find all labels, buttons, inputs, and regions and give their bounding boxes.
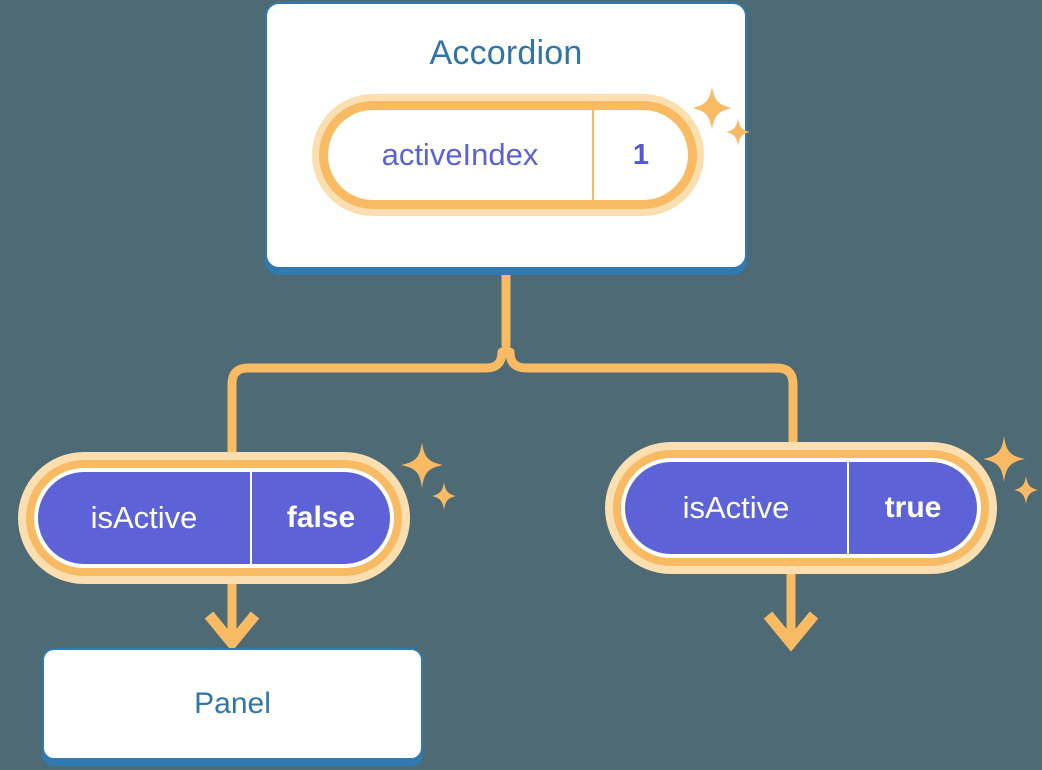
arrow-down-icon-right <box>763 611 819 652</box>
state-value-label: false <box>286 501 356 534</box>
panel-title: Panel <box>194 687 271 720</box>
state-key-label: activeIndex <box>381 137 539 172</box>
panel-card-left[interactable]: Panel <box>42 648 423 760</box>
state-pill-is-active-left[interactable]: isActive false <box>18 452 410 584</box>
pill-divider <box>250 472 252 564</box>
pill-body: isActive false <box>38 472 390 564</box>
state-value-label: 1 <box>632 138 650 171</box>
state-value-label: true <box>884 491 942 524</box>
page-title: Accordion <box>429 34 583 72</box>
arrow-down-icon-left <box>204 611 260 652</box>
connector-branch-right <box>505 347 798 457</box>
state-key-label: isActive <box>682 490 790 525</box>
state-pill-active-index[interactable]: activeIndex 1 <box>312 94 704 216</box>
state-key-label: isActive <box>90 500 198 535</box>
connector-branch-left <box>227 347 507 457</box>
pill-body: activeIndex 1 <box>328 110 688 200</box>
pill-divider <box>592 110 594 200</box>
state-pill-is-active-right[interactable]: isActive true <box>605 442 997 574</box>
pill-divider <box>847 462 849 554</box>
pill-body: isActive true <box>625 462 977 554</box>
